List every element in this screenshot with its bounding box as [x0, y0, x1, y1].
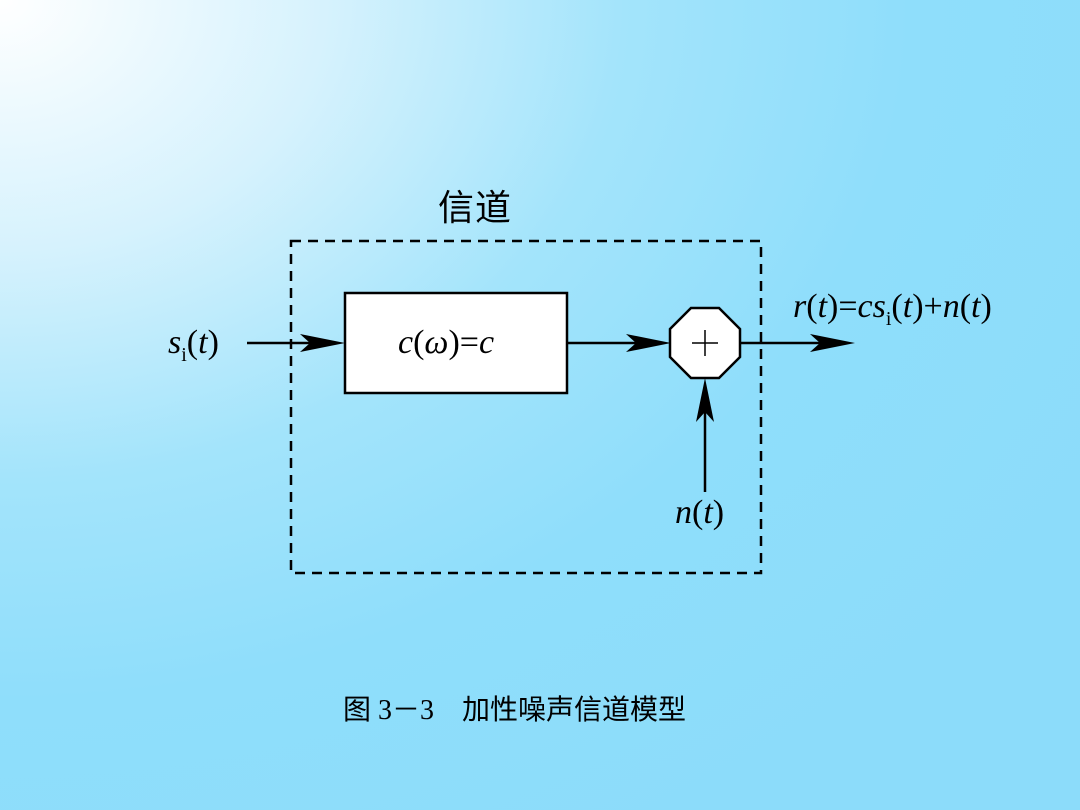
output-signal-label: r(t)=csi(t)+n(t): [793, 288, 992, 330]
output-p4: )+: [912, 288, 943, 325]
transfer-function-c-value: c: [478, 324, 495, 361]
output-r: r: [793, 288, 807, 325]
channel-boundary: [289, 239, 763, 575]
input-signal-var: s: [168, 324, 182, 361]
output-t3: t: [971, 288, 981, 325]
output-arrowhead: [810, 334, 855, 352]
input-signal-time: t: [198, 324, 208, 361]
output-p5: (: [959, 288, 972, 325]
output-subscript: i: [885, 308, 892, 330]
block-to-adder-arrowhead: [626, 334, 671, 352]
input-signal-close-paren: ): [207, 324, 219, 361]
output-p3: (: [891, 288, 903, 325]
input-signal-label: si(t): [168, 324, 219, 366]
output-t1: t: [817, 288, 828, 325]
input-signal-subscript: i: [181, 344, 187, 366]
output-cs: cs: [857, 288, 886, 325]
output-p1: (: [806, 288, 818, 325]
output-p2: )=: [827, 288, 858, 325]
transfer-function-label: c(ω)=c: [398, 326, 494, 360]
noise-arrowhead: [696, 378, 714, 422]
transfer-function-omega: ω: [424, 324, 449, 361]
transfer-function-c: c: [398, 324, 414, 361]
output-p6: ): [980, 288, 992, 325]
channel-transfer-block: [343, 291, 569, 395]
noise-open-paren: (: [692, 494, 704, 531]
figure-caption: 图 3－3 加性噪声信道模型: [343, 695, 687, 726]
output-t2: t: [902, 288, 913, 325]
input-arrowhead: [300, 334, 345, 352]
transfer-function-equals: )=: [448, 324, 479, 361]
channel-title: 信道: [438, 188, 513, 228]
noise-label: n(t): [675, 496, 724, 530]
output-n: n: [942, 288, 960, 325]
noise-time: t: [703, 494, 713, 531]
noise-close-paren: ): [712, 494, 725, 531]
input-signal-open-paren: (: [186, 324, 199, 361]
transfer-function-open-paren: (: [413, 324, 425, 361]
noise-n: n: [675, 494, 692, 531]
